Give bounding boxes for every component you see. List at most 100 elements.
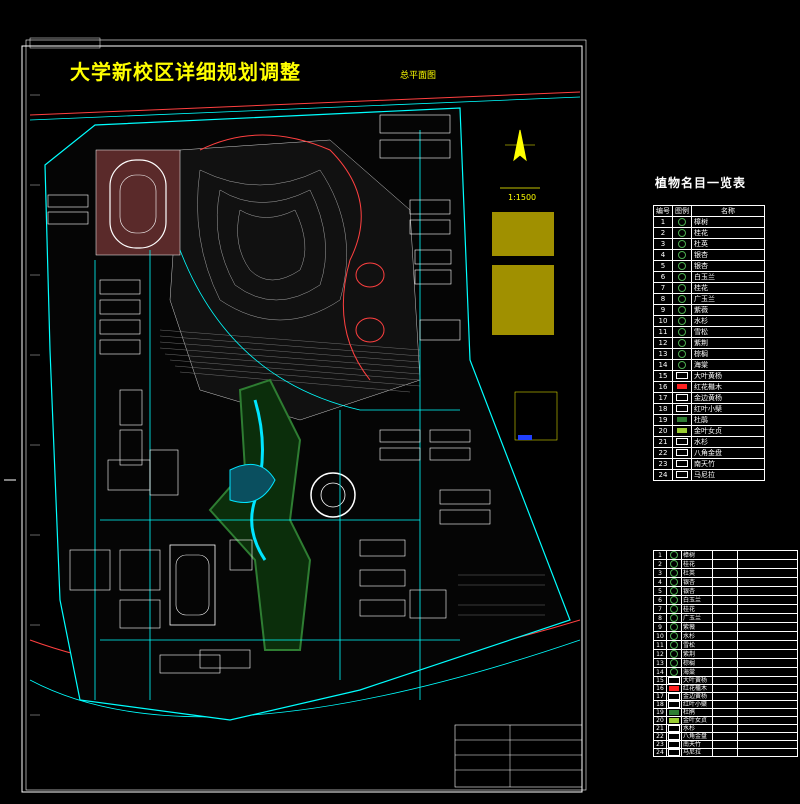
plant-name: 紫荆 xyxy=(691,337,765,349)
plant-quantity xyxy=(712,667,738,677)
plant-name: 桂花 xyxy=(681,604,713,614)
plant-name: 马尼拉 xyxy=(691,469,765,481)
plant-number: 23 xyxy=(653,458,673,470)
plant-symbol xyxy=(666,586,682,596)
plant-spec xyxy=(737,676,798,685)
plant-number: 2 xyxy=(653,227,673,239)
plant-spec xyxy=(737,658,798,668)
plant-number: 8 xyxy=(653,293,673,305)
drawing-subtitle: 总平面图 xyxy=(400,71,437,81)
ground-swatch-icon xyxy=(676,438,688,445)
plant-number: 7 xyxy=(653,282,673,294)
plant-quantity xyxy=(712,748,738,757)
title-block xyxy=(454,724,583,788)
plant-name: 红花檵木 xyxy=(681,684,713,693)
plant-quantity xyxy=(712,658,738,668)
plant-symbol xyxy=(672,436,692,448)
plant-number: 21 xyxy=(653,724,667,733)
plant-number: 20 xyxy=(653,425,673,437)
plant-name: 红花檵木 xyxy=(691,381,765,393)
tree-symbol-icon xyxy=(670,587,678,595)
tree-symbol-icon xyxy=(678,272,686,281)
plant-spec xyxy=(737,631,798,641)
corner-tag xyxy=(29,37,101,49)
plant-symbol xyxy=(672,337,692,349)
col-header-symbol: 图例 xyxy=(672,205,692,217)
plant-name: 水杉 xyxy=(681,631,713,641)
plant-spec xyxy=(737,700,798,709)
info-block-2 xyxy=(492,265,554,335)
plant-spec xyxy=(737,684,798,693)
plant-spec xyxy=(737,649,798,659)
plant-name: 桂花 xyxy=(691,227,765,239)
plant-symbol xyxy=(672,304,692,316)
plant-symbol xyxy=(672,381,692,393)
plant-symbol xyxy=(666,732,682,741)
plant-number: 5 xyxy=(653,586,667,596)
plant-quantity xyxy=(712,550,738,560)
tree-symbol-icon xyxy=(678,261,686,270)
running-track xyxy=(109,159,167,249)
shrub-swatch-icon xyxy=(677,384,687,389)
plant-name: 棕榈 xyxy=(691,348,765,360)
plant-name: 金边黄杨 xyxy=(691,392,765,404)
plant-spec xyxy=(737,586,798,596)
plant-name: 广玉兰 xyxy=(691,293,765,305)
tree-symbol-icon xyxy=(678,283,686,292)
north-arrow xyxy=(505,129,535,162)
tree-symbol-icon xyxy=(670,560,678,568)
plant-number: 3 xyxy=(653,568,667,578)
slope-hatching xyxy=(159,329,421,393)
central-green xyxy=(208,378,312,651)
plant-symbol xyxy=(672,238,692,250)
scale-label: 1:1500 xyxy=(508,193,537,202)
plant-quantity xyxy=(712,676,738,685)
plant-spec xyxy=(737,692,798,701)
plant-number: 18 xyxy=(653,700,667,709)
plant-symbol xyxy=(666,640,682,650)
ground-swatch-icon xyxy=(668,701,680,708)
ground-swatch-icon xyxy=(676,372,688,379)
plant-name: 海棠 xyxy=(691,359,765,371)
plant-quantity xyxy=(712,631,738,641)
plant-number: 15 xyxy=(653,676,667,685)
plant-number: 6 xyxy=(653,595,667,605)
plant-symbol xyxy=(666,667,682,677)
plant-table-title: 植物名目一览表 xyxy=(655,176,747,190)
plant-name: 樟树 xyxy=(691,216,765,228)
plant-number: 11 xyxy=(653,326,673,338)
plant-symbol xyxy=(666,631,682,641)
plant-name: 银杏 xyxy=(681,577,713,587)
plant-symbol xyxy=(666,559,682,569)
hill-area xyxy=(169,139,421,421)
table-row: 4 银杏 xyxy=(653,577,798,587)
plant-quantity xyxy=(712,708,738,717)
tree-symbol-icon xyxy=(678,349,686,358)
plant-quantity xyxy=(712,740,738,749)
plant-number: 22 xyxy=(653,732,667,741)
tree-symbol-icon xyxy=(678,316,686,325)
plant-quantity xyxy=(712,700,738,709)
plant-name: 杜英 xyxy=(691,238,765,250)
plant-symbol xyxy=(666,724,682,733)
plant-symbol xyxy=(666,613,682,623)
plant-number: 4 xyxy=(653,577,667,587)
plant-symbol xyxy=(672,293,692,305)
tree-symbol-icon xyxy=(670,569,678,577)
ground-swatch-icon xyxy=(676,471,688,478)
plant-number: 19 xyxy=(653,414,673,426)
plant-number: 16 xyxy=(653,381,673,393)
